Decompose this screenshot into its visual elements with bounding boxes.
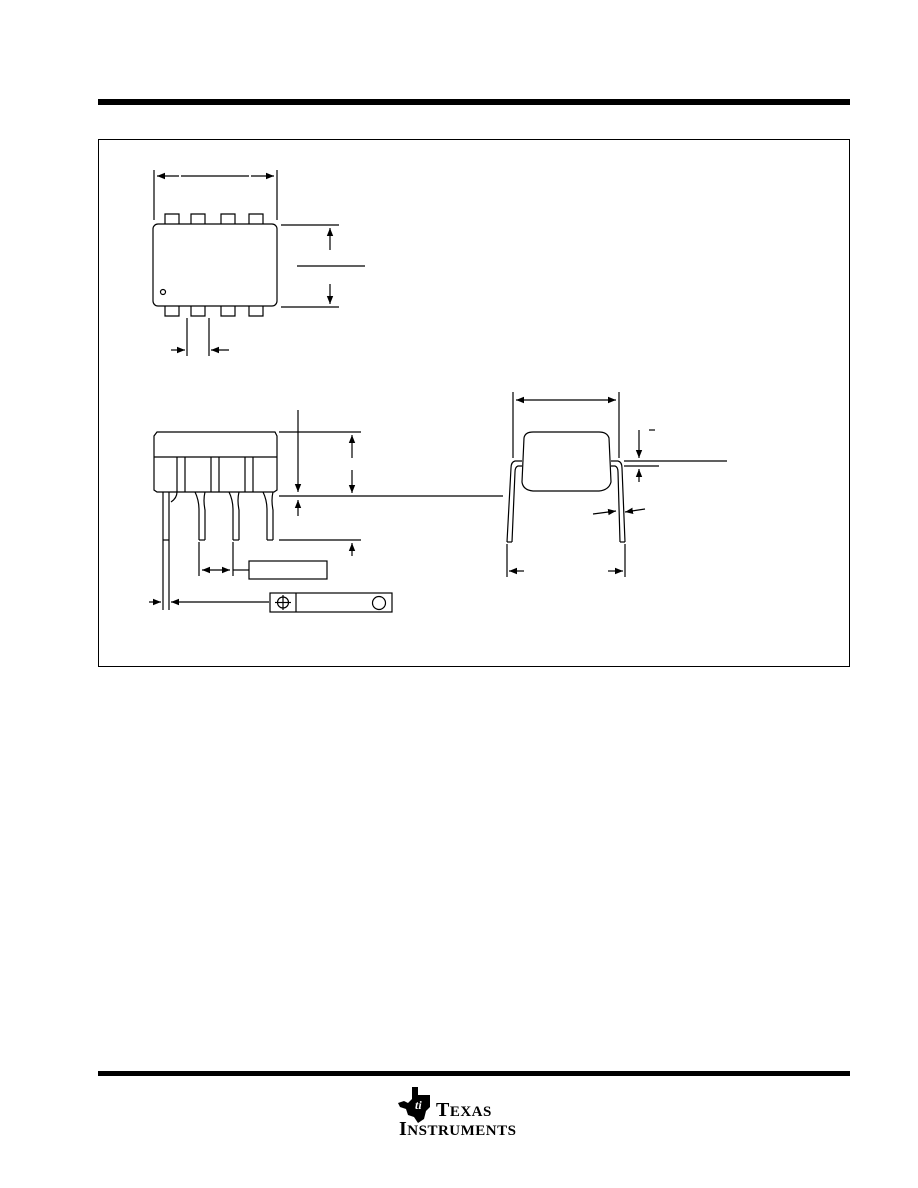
package-drawing-frame: [98, 139, 850, 667]
logo-word-texas: TEXAS: [436, 1099, 492, 1121]
front-view: [149, 410, 503, 613]
package-body-end: [521, 431, 612, 492]
header-rule: [98, 99, 850, 105]
footer-rule: [98, 1071, 850, 1076]
package-body-front: [153, 431, 278, 493]
ti-state-logo-icon: ti: [398, 1087, 430, 1123]
svg-text:ti: ti: [415, 1098, 422, 1112]
basic-dimension-frame: [248, 560, 328, 580]
ti-logo: ti TEXAS INSTRUMENTS: [396, 1085, 556, 1141]
end-view: [506, 392, 727, 577]
mechanical-drawing: [149, 170, 727, 613]
logo-word-instruments: INSTRUMENTS: [399, 1118, 517, 1140]
feature-control-frame: [269, 592, 393, 613]
circle-modifier-icon: [371, 595, 387, 611]
package-body-top: [152, 223, 278, 307]
pin-one-dot-icon: [159, 288, 167, 296]
top-view: [152, 170, 365, 356]
